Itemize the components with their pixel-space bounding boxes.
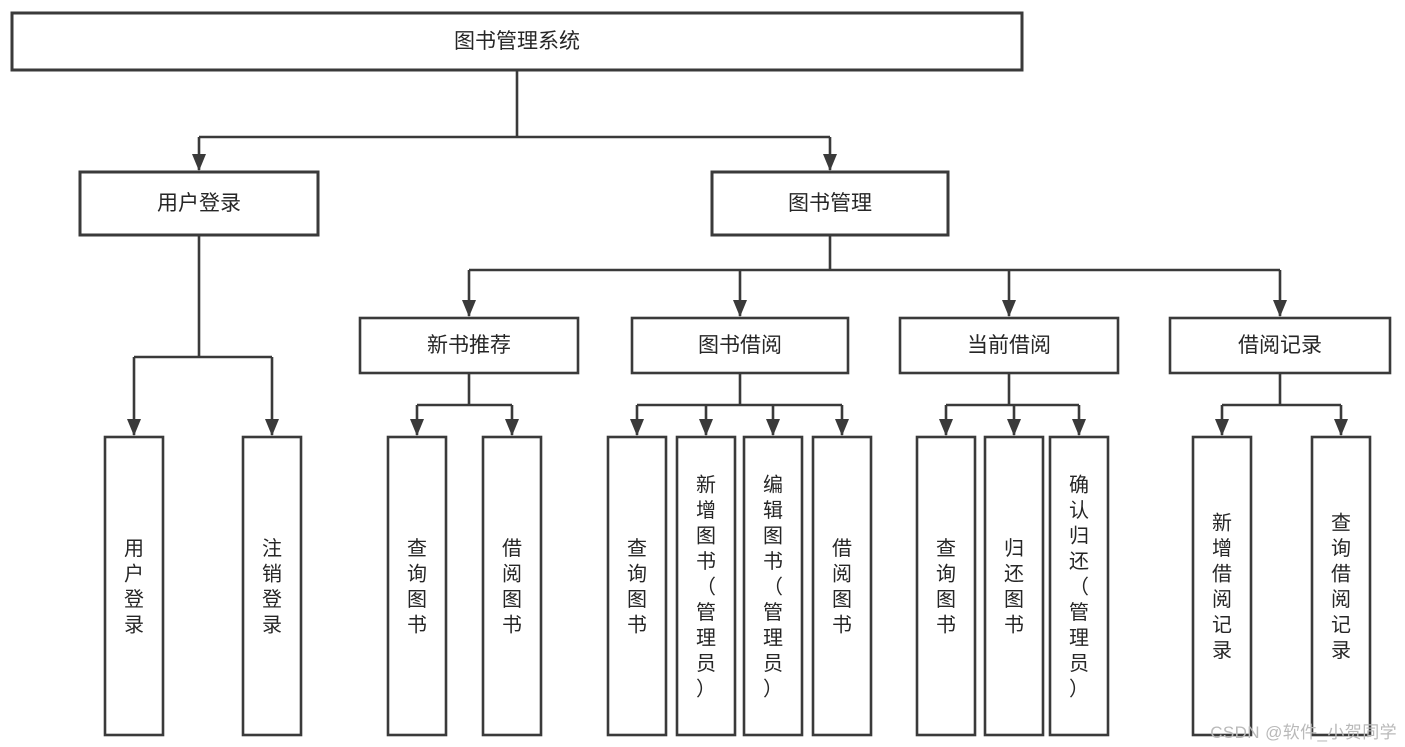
- connector-lines: [127, 70, 1348, 436]
- leaf-node-leaf-return-book[interactable]: 归还图书: [983, 435, 1045, 737]
- node-label: 当前借阅: [967, 334, 1051, 357]
- leaf-node-leaf-borrow-book-1[interactable]: 借阅图书: [481, 435, 543, 737]
- leaf-node-leaf-confirm-return[interactable]: 确认归还（管理员）: [1048, 435, 1110, 737]
- node-label: 用户登录: [157, 192, 241, 215]
- leaf-node-leaf-user-login[interactable]: 用户登录: [103, 435, 165, 737]
- node-label: 新书推荐: [427, 334, 511, 357]
- leaf-node-leaf-add-record[interactable]: 新增借阅记录: [1191, 435, 1253, 737]
- node-label-vertical: 借阅图书: [502, 537, 522, 637]
- node-label: 图书管理: [788, 192, 872, 215]
- node-label-vertical: 借阅图书: [832, 537, 852, 637]
- leaf-node-leaf-query-book-3[interactable]: 查询图书: [915, 435, 977, 737]
- level1-node-user-login[interactable]: 用户登录: [78, 170, 320, 237]
- node-label-vertical: 查询图书: [627, 537, 647, 637]
- node-label-vertical: 新增借阅记录: [1212, 512, 1232, 663]
- node-label: 借阅记录: [1238, 334, 1322, 357]
- node-boxes: 图书管理系统用户登录图书管理新书推荐图书借阅当前借阅借阅记录用户登录注销登录查询…: [10, 11, 1392, 737]
- level2-node-current-borrow[interactable]: 当前借阅: [898, 316, 1120, 375]
- level2-node-book-borrow[interactable]: 图书借阅: [630, 316, 850, 375]
- level2-node-new-book-recommend[interactable]: 新书推荐: [358, 316, 580, 375]
- node-label: 图书管理系统: [454, 30, 580, 53]
- node-label-vertical: 确认归还（管理员）: [1069, 473, 1089, 700]
- root-node-book-management-system[interactable]: 图书管理系统: [10, 11, 1024, 72]
- node-label-vertical: 注销登录: [262, 537, 282, 637]
- leaf-node-leaf-logout-login[interactable]: 注销登录: [241, 435, 303, 737]
- node-label-vertical: 查询图书: [407, 537, 427, 637]
- leaf-node-leaf-borrow-book-2[interactable]: 借阅图书: [811, 435, 873, 737]
- leaf-node-leaf-query-book-2[interactable]: 查询图书: [606, 435, 668, 737]
- leaf-node-leaf-add-book[interactable]: 新增图书（管理员）: [675, 435, 737, 737]
- leaf-node-leaf-edit-book[interactable]: 编辑图书（管理员）: [742, 435, 804, 737]
- leaf-node-leaf-query-book-1[interactable]: 查询图书: [386, 435, 448, 737]
- node-label: 图书借阅: [698, 334, 782, 357]
- node-label-vertical: 归还图书: [1004, 537, 1024, 637]
- node-label-vertical: 编辑图书（管理员）: [763, 473, 783, 700]
- level1-node-book-management[interactable]: 图书管理: [710, 170, 950, 237]
- leaf-node-leaf-query-record[interactable]: 查询借阅记录: [1310, 435, 1372, 737]
- node-label-vertical: 查询借阅记录: [1331, 512, 1351, 663]
- node-label-vertical: 新增图书（管理员）: [696, 473, 716, 700]
- node-label-vertical: 查询图书: [936, 537, 956, 637]
- level2-node-borrow-record[interactable]: 借阅记录: [1168, 316, 1392, 375]
- node-label-vertical: 用户登录: [124, 538, 144, 637]
